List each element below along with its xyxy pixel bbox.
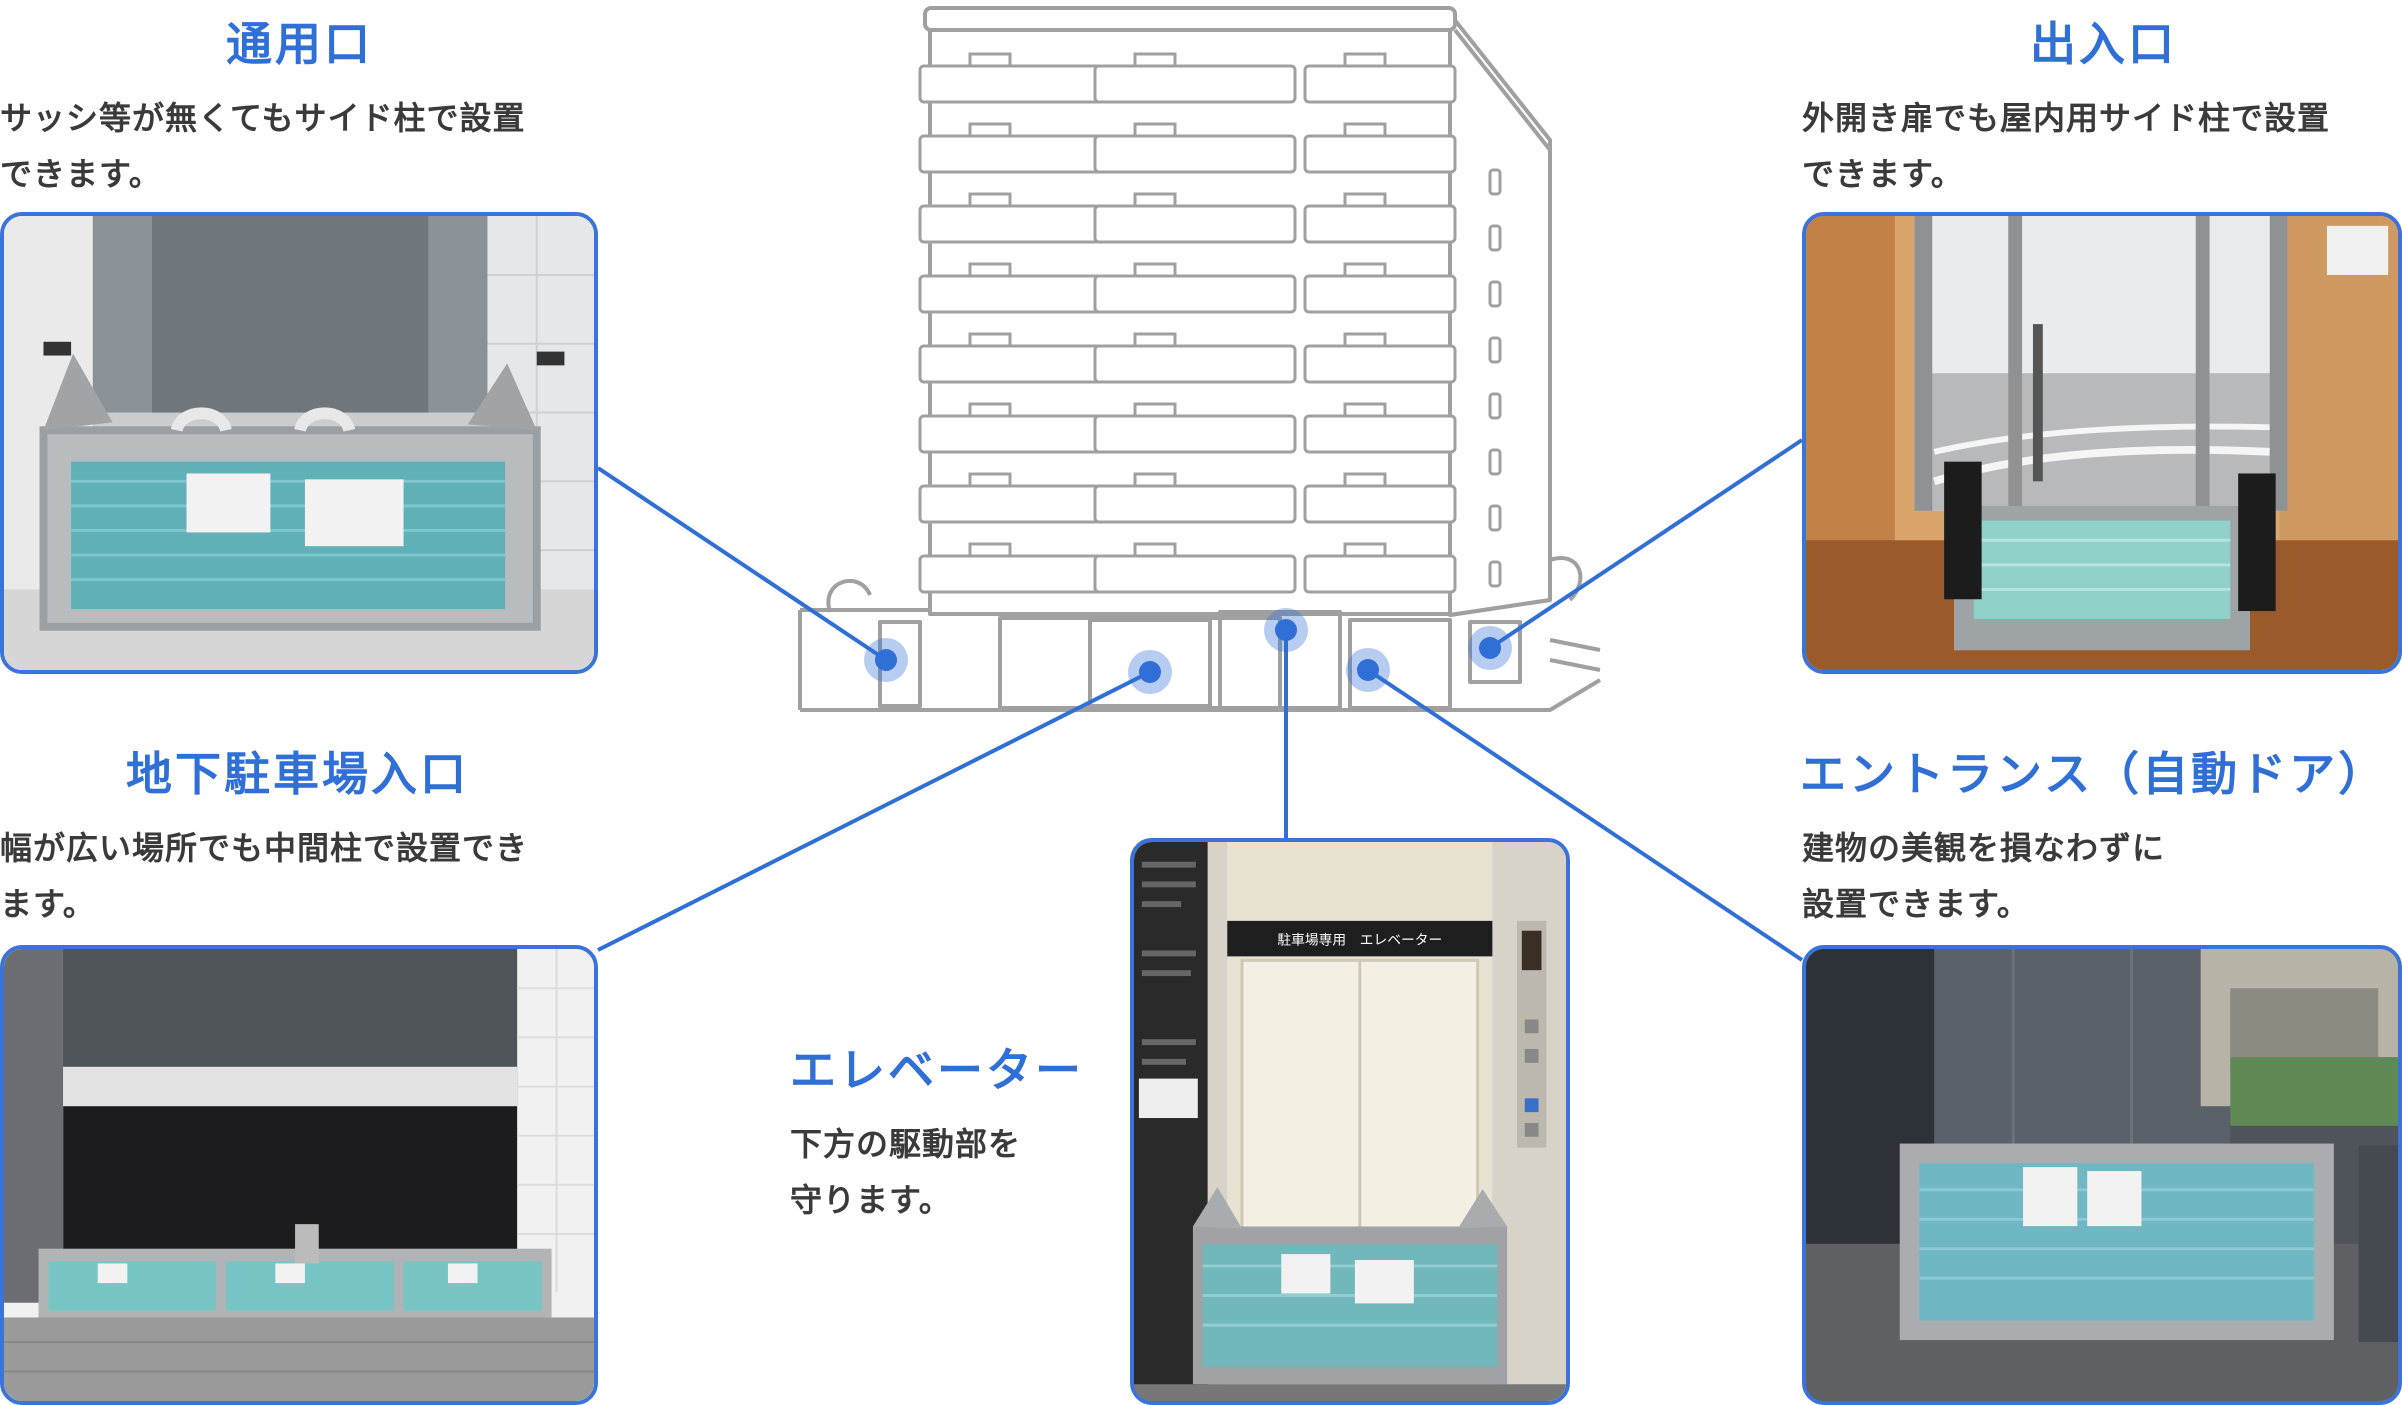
balcony: [1303, 204, 1457, 244]
balcony: [1093, 204, 1297, 244]
window: [968, 262, 1012, 278]
balcony: [1093, 554, 1297, 594]
balcony: [1303, 274, 1457, 314]
window: [968, 332, 1012, 348]
balcony: [1303, 134, 1457, 174]
entrance-desc-line2: できます。: [1802, 155, 1964, 193]
elevator-desc-line1: 下方の駆動部を: [790, 1125, 1022, 1163]
window: [1343, 472, 1387, 488]
parking-desc: 幅が広い場所でも中間柱で設置でき ます。: [0, 820, 528, 932]
window: [1133, 192, 1177, 208]
elevator-title: エレベーター: [790, 1043, 1084, 1097]
window: [968, 122, 1012, 138]
window: [1133, 542, 1177, 558]
window: [1343, 332, 1387, 348]
side-window: [1488, 336, 1502, 364]
window: [968, 472, 1012, 488]
entrance-desc: 外開き扉でも屋内用サイド柱で設置 できます。: [1802, 90, 2330, 202]
service-entrance-desc-line2: できます。: [0, 155, 162, 193]
parking-desc-line1: 幅が広い場所でも中間柱で設置でき: [0, 829, 529, 867]
window: [1343, 542, 1387, 558]
entrance-photo: [1802, 212, 2402, 674]
parking-title: 地下駐車場入口: [126, 747, 469, 801]
balcony: [1093, 414, 1297, 454]
parking-desc-line2: ます。: [0, 885, 96, 923]
elevator-photo: 駐車場専用 エレベーター: [1130, 838, 1570, 1405]
elevator-desc-line2: 守ります。: [790, 1181, 952, 1219]
parking-photo: [0, 945, 598, 1405]
elevator-desc: 下方の駆動部を 守ります。: [790, 1116, 1021, 1228]
auto-door-photo: [1802, 945, 2402, 1405]
window: [1133, 52, 1177, 68]
balcony: [1303, 414, 1457, 454]
window: [968, 402, 1012, 418]
balcony: [1303, 344, 1457, 384]
entrance-desc-line1: 外開き扉でも屋内用サイド柱で設置: [1802, 99, 2331, 137]
window: [1343, 402, 1387, 418]
side-window: [1488, 224, 1502, 252]
balcony: [1303, 484, 1457, 524]
elevator-sign-text: 駐車場専用 エレベーター: [1277, 933, 1442, 949]
service-entrance-desc: サッシ等が無くてもサイド柱で設置 できます。: [0, 90, 525, 202]
window: [1343, 192, 1387, 208]
window: [1343, 52, 1387, 68]
window: [968, 542, 1012, 558]
auto-door-desc-line2: 設置できます。: [1802, 885, 2030, 923]
window: [1133, 332, 1177, 348]
balcony: [1093, 64, 1297, 104]
window: [1343, 262, 1387, 278]
window: [1133, 122, 1177, 138]
service-entrance-desc-line1: サッシ等が無くてもサイド柱で設置: [0, 99, 526, 137]
service-entrance-title: 通用口: [226, 17, 373, 71]
window: [1133, 262, 1177, 278]
window: [968, 192, 1012, 208]
auto-door-desc-line1: 建物の美観を損なわずに: [1802, 829, 2166, 867]
service-entrance-photo: [0, 212, 598, 674]
balcony: [1093, 484, 1297, 524]
side-window: [1488, 168, 1502, 196]
entrance-title: 出入口: [2030, 17, 2177, 71]
window: [1133, 472, 1177, 488]
side-window: [1488, 280, 1502, 308]
window: [1133, 402, 1177, 418]
balcony: [1093, 134, 1297, 174]
window: [968, 52, 1012, 68]
balcony: [1303, 554, 1457, 594]
side-window: [1488, 392, 1502, 420]
window: [1343, 122, 1387, 138]
balcony: [1303, 64, 1457, 104]
balcony: [1093, 274, 1297, 314]
auto-door-title: エントランス（自動ドア）: [1800, 747, 2388, 801]
building-illustration: [798, 6, 1602, 712]
balcony: [1093, 344, 1297, 384]
auto-door-desc: 建物の美観を損なわずに 設置できます。: [1802, 820, 2165, 932]
